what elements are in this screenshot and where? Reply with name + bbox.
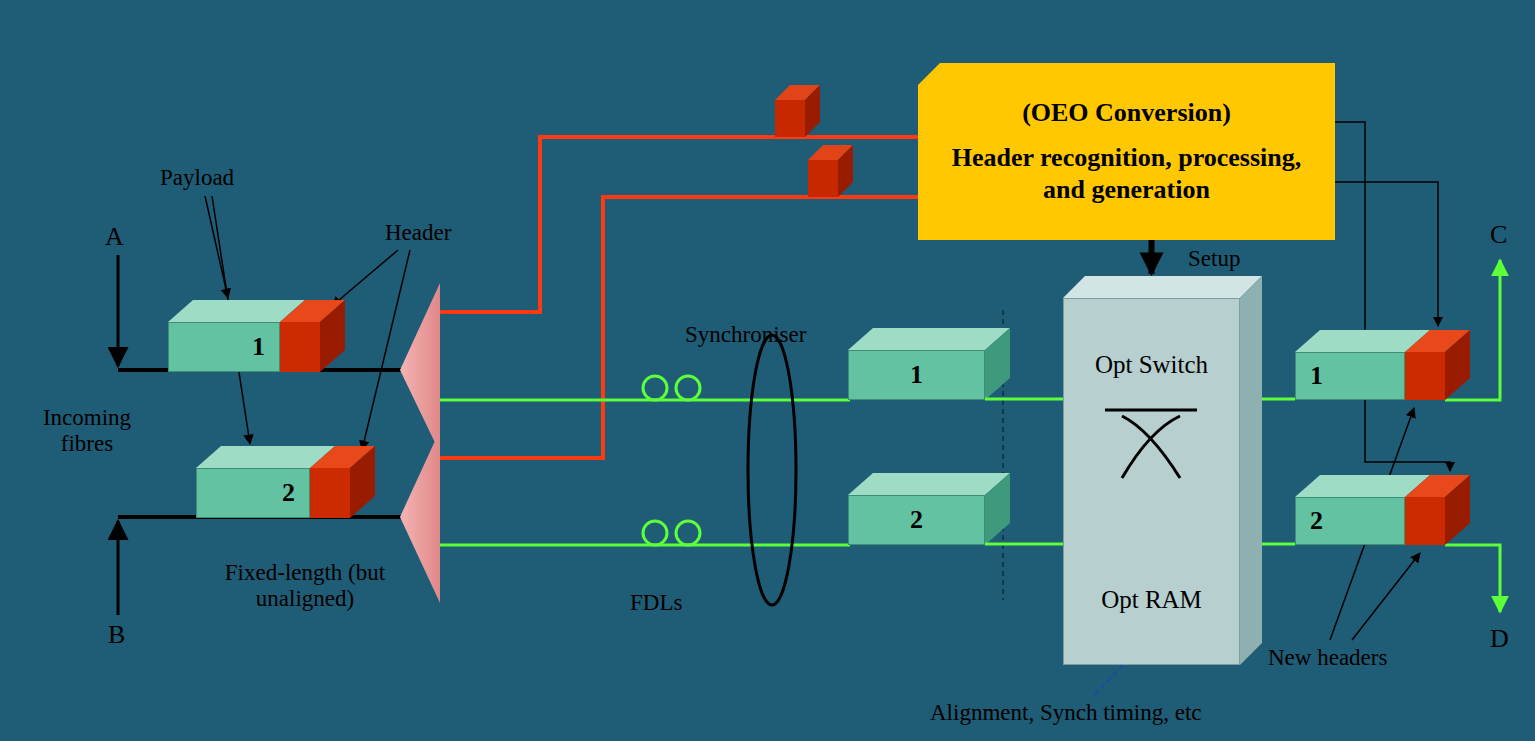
oeo-outline	[918, 63, 1335, 240]
fibre-connector	[1262, 398, 1295, 401]
fibre-line	[440, 544, 850, 547]
header-block	[280, 322, 320, 372]
splitter	[400, 283, 440, 453]
node-text: 1	[252, 332, 265, 362]
fibre-connector	[1262, 543, 1295, 546]
header-cube	[838, 145, 853, 197]
leader-arrow	[362, 250, 410, 450]
part-label: Payload	[160, 165, 234, 191]
note-label: Alignment, Synch timing, etc	[930, 700, 1202, 726]
part-label: Setup	[1188, 246, 1240, 272]
fdl-loop	[643, 521, 667, 545]
switch-symbol	[1122, 416, 1180, 478]
output-arrow	[1445, 545, 1500, 612]
splitter	[400, 430, 440, 603]
optical-switch-box: Opt SwitchOpt RAM	[1063, 298, 1240, 665]
fdl-loop	[676, 521, 700, 545]
control-arrow	[1149, 240, 1155, 274]
part-label: FDLs	[630, 590, 682, 616]
node-text: (OEO Conversion)	[1022, 98, 1231, 128]
node-text: 1	[1310, 361, 1323, 391]
header-block	[1445, 330, 1470, 400]
fibre-connector	[985, 543, 1063, 546]
leader-arrow	[1352, 553, 1420, 640]
part-label: New headers	[1268, 645, 1387, 671]
header-block	[310, 468, 350, 518]
fibre-arrow	[117, 255, 120, 366]
synchroniser-ring	[748, 335, 796, 605]
header-block	[1405, 497, 1445, 545]
fibre-line	[440, 399, 850, 402]
payload-box: 2	[1295, 497, 1405, 545]
payload-face	[848, 473, 1010, 495]
header-path	[440, 137, 918, 312]
oeo-processor-box: (OEO Conversion) Header recognition, proc…	[918, 63, 1335, 240]
switch-symbol	[1105, 409, 1197, 412]
header-block	[350, 446, 375, 518]
part-label: Synchroniser	[685, 322, 806, 348]
node-text: 1	[910, 360, 923, 390]
header-block	[1405, 352, 1445, 400]
header-cube	[775, 100, 805, 137]
payload-box: 1	[168, 322, 280, 372]
part-label: Incoming fibres	[22, 405, 152, 458]
header-wire	[1335, 122, 1450, 471]
header-cube	[805, 85, 820, 137]
part-label: Fixed-length (but unaligned)	[210, 560, 400, 613]
header-cube	[808, 160, 838, 197]
payload-box: 1	[1295, 352, 1405, 400]
node-text: Header recognition, processing, and gene…	[940, 142, 1313, 204]
payload-box: 1	[848, 350, 985, 400]
switch-face	[1063, 276, 1262, 298]
leader-arrow	[332, 250, 398, 306]
fibre-letter: C	[1490, 220, 1507, 250]
fibre-letter: D	[1490, 624, 1509, 654]
node-text: Opt Switch	[1095, 351, 1208, 379]
payload-face	[985, 328, 1010, 400]
payload-face	[985, 473, 1010, 545]
fdl-loop	[676, 376, 700, 400]
payload-box: 2	[848, 495, 985, 545]
fibre-arrow	[117, 521, 120, 615]
fdl-loop	[643, 376, 667, 400]
node-text: Opt RAM	[1101, 586, 1202, 614]
node-text: 2	[910, 505, 923, 535]
node-text: 2	[1310, 506, 1323, 536]
fibre-letter: B	[108, 620, 125, 650]
switch-symbol	[1122, 416, 1180, 478]
header-block	[320, 300, 345, 372]
part-label: Header	[385, 220, 451, 246]
fibre-connector	[985, 398, 1063, 401]
header-wire	[1335, 182, 1438, 326]
payload-box: 2	[196, 468, 310, 518]
payload-face	[848, 328, 1010, 350]
switch-face	[1240, 276, 1262, 665]
fibre-letter: A	[105, 222, 124, 252]
node-text: 2	[282, 478, 295, 508]
header-block	[1445, 475, 1470, 545]
header-path	[440, 197, 918, 458]
